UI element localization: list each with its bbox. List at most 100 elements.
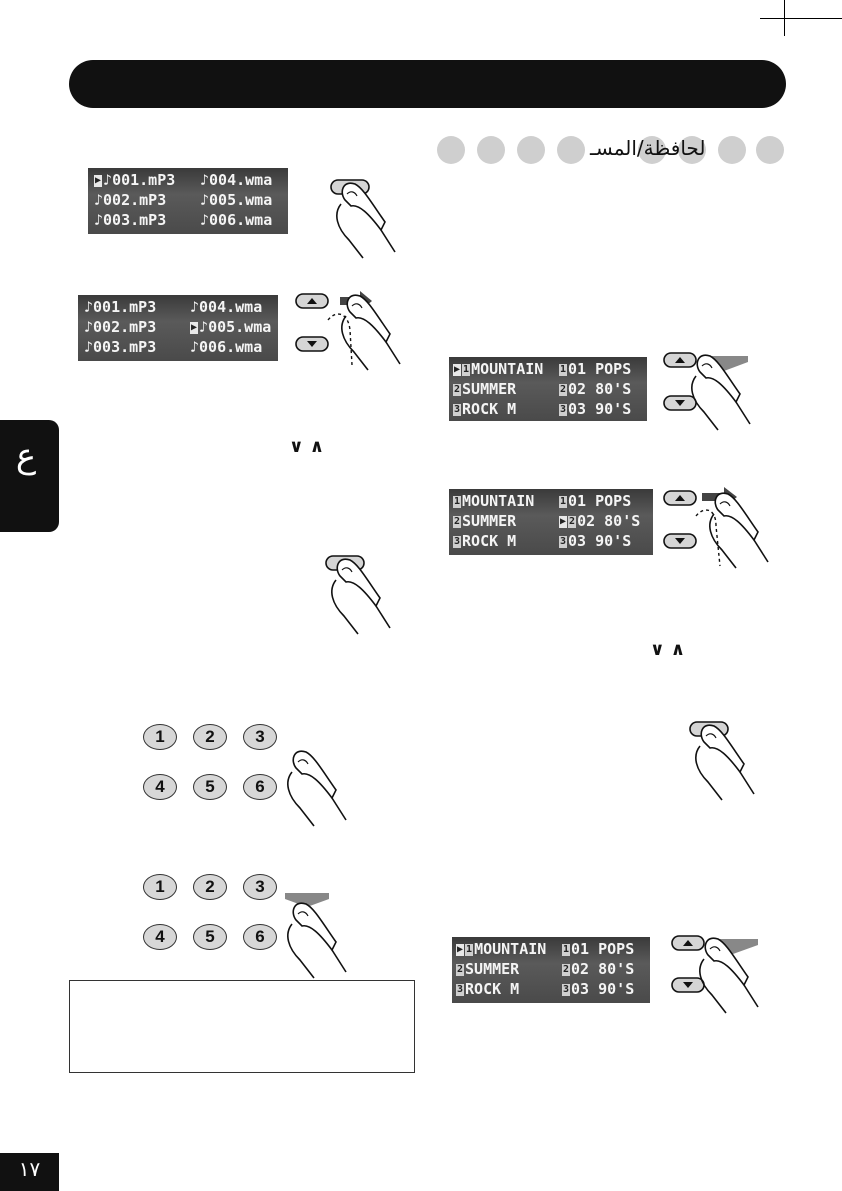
preset-button-6[interactable]: 6 bbox=[243, 924, 277, 950]
music-note-icon: ♪ bbox=[84, 298, 94, 316]
track-name: 01 POPS bbox=[568, 360, 632, 378]
file-name: 006.wma bbox=[209, 211, 273, 229]
lcd-display-mp3-a: ▶♪001.mP3♪004.wma♪002.mP3♪005.wma♪003.mP… bbox=[88, 168, 288, 234]
track-name: 02 80'S bbox=[568, 380, 632, 398]
folder-name: MOUNTAIN bbox=[471, 360, 544, 378]
folder-index-icon: 1 bbox=[453, 496, 462, 508]
preset-button-3[interactable]: 3 bbox=[243, 874, 277, 900]
folder-index-icon: 2 bbox=[453, 516, 462, 528]
music-note-icon: ♪ bbox=[200, 191, 210, 209]
file-name: 003.mP3 bbox=[103, 211, 167, 229]
folder-index-icon: 3 bbox=[453, 536, 462, 548]
folder-index-icon: 2 bbox=[559, 384, 568, 396]
selection-cursor-icon: ▶ bbox=[456, 944, 465, 956]
up-down-chevrons: ∨∧ bbox=[289, 436, 331, 457]
selection-cursor-icon: ▶ bbox=[453, 364, 462, 376]
folder-index-icon: 1 bbox=[562, 944, 571, 956]
header-dot bbox=[678, 136, 706, 164]
music-note-icon: ♪ bbox=[84, 318, 94, 336]
music-note-icon: ♪ bbox=[200, 211, 210, 229]
language-side-tab bbox=[0, 420, 59, 532]
preset-button-1[interactable]: 1 bbox=[143, 874, 177, 900]
press-button-illustration-2 bbox=[325, 555, 391, 635]
file-name: 002.mP3 bbox=[103, 191, 167, 209]
music-note-icon: ♪ bbox=[103, 171, 113, 189]
preset-button-3[interactable]: 3 bbox=[243, 724, 277, 750]
up-down-chevrons-right: ∨∧ bbox=[650, 639, 692, 660]
music-note-icon: ♪ bbox=[199, 318, 209, 336]
page-number-box bbox=[0, 1153, 59, 1191]
page-number: ١٧ bbox=[18, 1157, 41, 1181]
up-down-press-illustration-4 bbox=[671, 935, 759, 1014]
preset-button-5[interactable]: 5 bbox=[193, 774, 227, 800]
selection-cursor-icon: ▶ bbox=[190, 322, 199, 334]
preset-button-4[interactable]: 4 bbox=[143, 774, 177, 800]
music-note-icon: ♪ bbox=[94, 191, 104, 209]
folder-index-icon: 2 bbox=[562, 964, 571, 976]
note-box bbox=[69, 980, 415, 1073]
side-tab-label: ع bbox=[15, 436, 37, 476]
header-dot bbox=[718, 136, 746, 164]
file-name: 004.wma bbox=[199, 298, 263, 316]
folder-index-icon: 1 bbox=[559, 496, 568, 508]
folder-name: SUMMER bbox=[465, 960, 520, 978]
folder-name: ROCK M bbox=[462, 532, 517, 550]
preset-button-5[interactable]: 5 bbox=[193, 924, 227, 950]
track-name: 01 POPS bbox=[568, 492, 632, 510]
file-name: 005.wma bbox=[208, 318, 272, 336]
section-title: لحافظة/المسـ bbox=[590, 136, 706, 160]
header-dot bbox=[557, 136, 585, 164]
header-dot bbox=[477, 136, 505, 164]
folder-index-icon: 3 bbox=[559, 536, 568, 548]
press-button-illustration-3 bbox=[689, 721, 755, 801]
folder-index-icon: 1 bbox=[465, 944, 474, 956]
folder-index-icon: 3 bbox=[456, 984, 465, 996]
up-down-press-illustration-2 bbox=[663, 352, 751, 431]
folder-name: MOUNTAIN bbox=[474, 940, 547, 958]
file-name: 001.mP3 bbox=[93, 298, 157, 316]
music-note-icon: ♪ bbox=[84, 338, 94, 356]
preset-button-6[interactable]: 6 bbox=[243, 774, 277, 800]
file-name: 004.wma bbox=[209, 171, 273, 189]
header-dot bbox=[437, 136, 465, 164]
file-name: 001.mP3 bbox=[112, 171, 176, 189]
track-name: 03 90'S bbox=[571, 980, 635, 998]
folder-index-icon: 3 bbox=[562, 984, 571, 996]
music-note-icon: ♪ bbox=[200, 171, 210, 189]
preset-button-2[interactable]: 2 bbox=[193, 724, 227, 750]
preset-button-2[interactable]: 2 bbox=[193, 874, 227, 900]
file-name: 002.mP3 bbox=[93, 318, 157, 336]
folder-index-icon: 3 bbox=[559, 404, 568, 416]
up-down-press-illustration-3 bbox=[663, 487, 769, 569]
folder-index-icon: 3 bbox=[453, 404, 462, 416]
folder-index-icon: 1 bbox=[559, 364, 568, 376]
folder-name: SUMMER bbox=[462, 512, 517, 530]
folder-name: ROCK M bbox=[465, 980, 520, 998]
down-arrow-icon bbox=[285, 893, 329, 907]
preset-button-4[interactable]: 4 bbox=[143, 924, 177, 950]
file-name: 006.wma bbox=[199, 338, 263, 356]
folder-name: ROCK M bbox=[462, 400, 517, 418]
lcd-display-mp3-b: ♪001.mP3♪004.wma♪002.mP3▶♪005.wma♪003.mP… bbox=[78, 295, 278, 361]
track-name: 03 90'S bbox=[568, 532, 632, 550]
header-dot bbox=[517, 136, 545, 164]
header-dot bbox=[638, 136, 666, 164]
file-name: 005.wma bbox=[209, 191, 273, 209]
folder-name: SUMMER bbox=[462, 380, 517, 398]
folder-index-icon: 1 bbox=[462, 364, 471, 376]
music-note-icon: ♪ bbox=[94, 211, 104, 229]
selection-cursor-icon: ▶ bbox=[94, 175, 103, 187]
music-note-icon: ♪ bbox=[190, 298, 200, 316]
page-title-bar bbox=[69, 60, 786, 108]
preset-button-1[interactable]: 1 bbox=[143, 724, 177, 750]
track-name: 02 80'S bbox=[577, 512, 641, 530]
folder-index-icon: 2 bbox=[453, 384, 462, 396]
folder-index-icon: 2 bbox=[456, 964, 465, 976]
folder-index-icon: 2 bbox=[568, 516, 577, 528]
press-button-illustration-1 bbox=[330, 179, 396, 259]
finger-icon bbox=[287, 750, 347, 827]
